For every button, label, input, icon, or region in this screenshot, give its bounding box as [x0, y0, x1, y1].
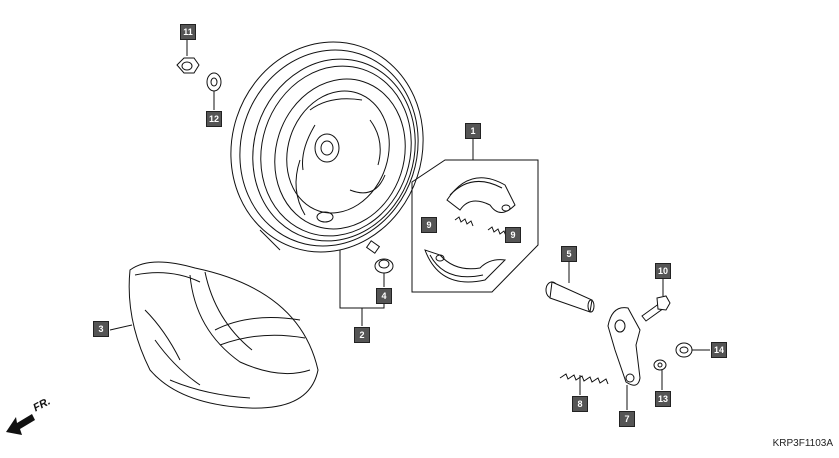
washer-part	[206, 72, 222, 110]
callout-10: 10	[655, 263, 671, 279]
callout-2: 2	[354, 327, 370, 343]
callout-14: 14	[711, 342, 727, 358]
return-spring-part	[559, 373, 609, 395]
callout-9-left: 9	[421, 217, 437, 233]
figure-code: KRP3F1103A	[772, 438, 833, 449]
valve-part	[365, 240, 394, 287]
joint-nut-part	[675, 342, 710, 358]
collar-part	[653, 359, 667, 390]
callout-11: 11	[180, 24, 196, 40]
callout-12: 12	[206, 111, 222, 127]
brake-cam-shaft-part	[545, 262, 595, 313]
callout-9-right: 9	[505, 227, 521, 243]
callout-8: 8	[572, 396, 588, 412]
front-direction-arrow-icon	[6, 414, 35, 435]
bolt-part	[641, 279, 671, 322]
callout-5: 5	[561, 246, 577, 262]
callout-13: 13	[655, 391, 671, 407]
callout-3: 3	[93, 321, 109, 337]
tire-part	[109, 261, 319, 409]
nut-part	[176, 40, 200, 74]
callout-4: 4	[376, 288, 392, 304]
brake-arm-part	[607, 307, 641, 410]
brake-shoe-set-part	[411, 138, 539, 293]
callout-7: 7	[619, 411, 635, 427]
wheel-rim-part	[230, 41, 424, 253]
callout-1: 1	[465, 123, 481, 139]
